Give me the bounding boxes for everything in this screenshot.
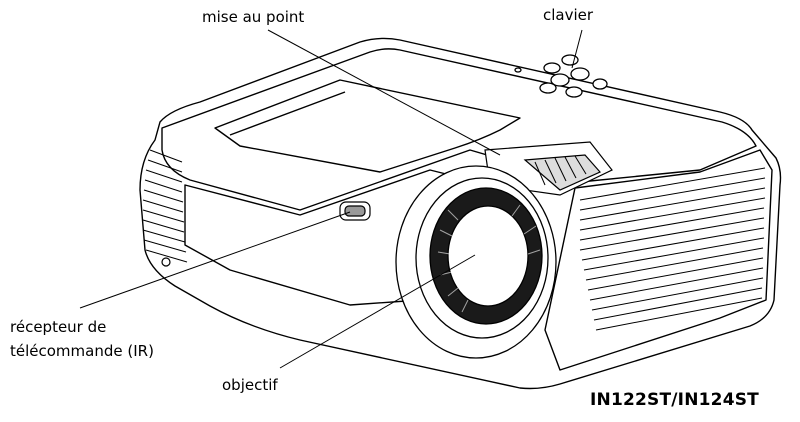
ir-leader — [79, 211, 351, 309]
ir-receiver-label-line2: télécommande (IR) — [10, 342, 154, 360]
ir-receiver-label-line1: récepteur de — [10, 318, 107, 336]
top-window — [214, 79, 521, 173]
lens-label: objectif — [222, 376, 278, 394]
callout-leaders — [79, 29, 583, 369]
focus-label: mise au point — [202, 8, 305, 26]
keypad-leader — [571, 29, 583, 69]
power-connector — [161, 257, 171, 267]
model-name: IN122ST/IN124ST — [590, 390, 759, 410]
keypad-label: clavier — [543, 6, 594, 24]
ir-receiver-window — [339, 201, 371, 221]
left-vent-grille — [142, 149, 188, 263]
focus-leader — [267, 29, 501, 156]
right-vent-grille — [579, 167, 766, 331]
keypad — [514, 54, 608, 98]
lens-leader — [279, 254, 476, 369]
lens-assembly — [395, 165, 557, 359]
side-panel — [544, 149, 773, 371]
